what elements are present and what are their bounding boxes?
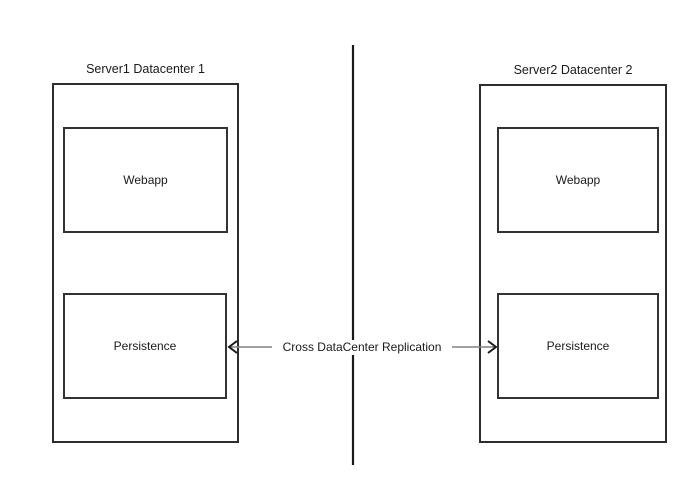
datacenter2-title: Server2 Datacenter 2 [513, 63, 633, 77]
datacenter2-persistence-node: Persistence [497, 293, 659, 399]
datacenter2-webapp-label: Webapp [555, 173, 601, 187]
datacenter2-persistence-label: Persistence [546, 339, 610, 353]
datacenter1-persistence-label: Persistence [113, 339, 177, 353]
datacenter1-webapp-node: Webapp [63, 127, 228, 233]
replication-arrow-label: Cross DataCenter Replication [272, 340, 452, 355]
datacenter1-webapp-label: Webapp [123, 173, 168, 187]
datacenter1-title: Server1 Datacenter 1 [86, 62, 205, 76]
datacenter2-webapp-node: Webapp [497, 127, 659, 233]
datacenter1-persistence-node: Persistence [63, 293, 227, 399]
